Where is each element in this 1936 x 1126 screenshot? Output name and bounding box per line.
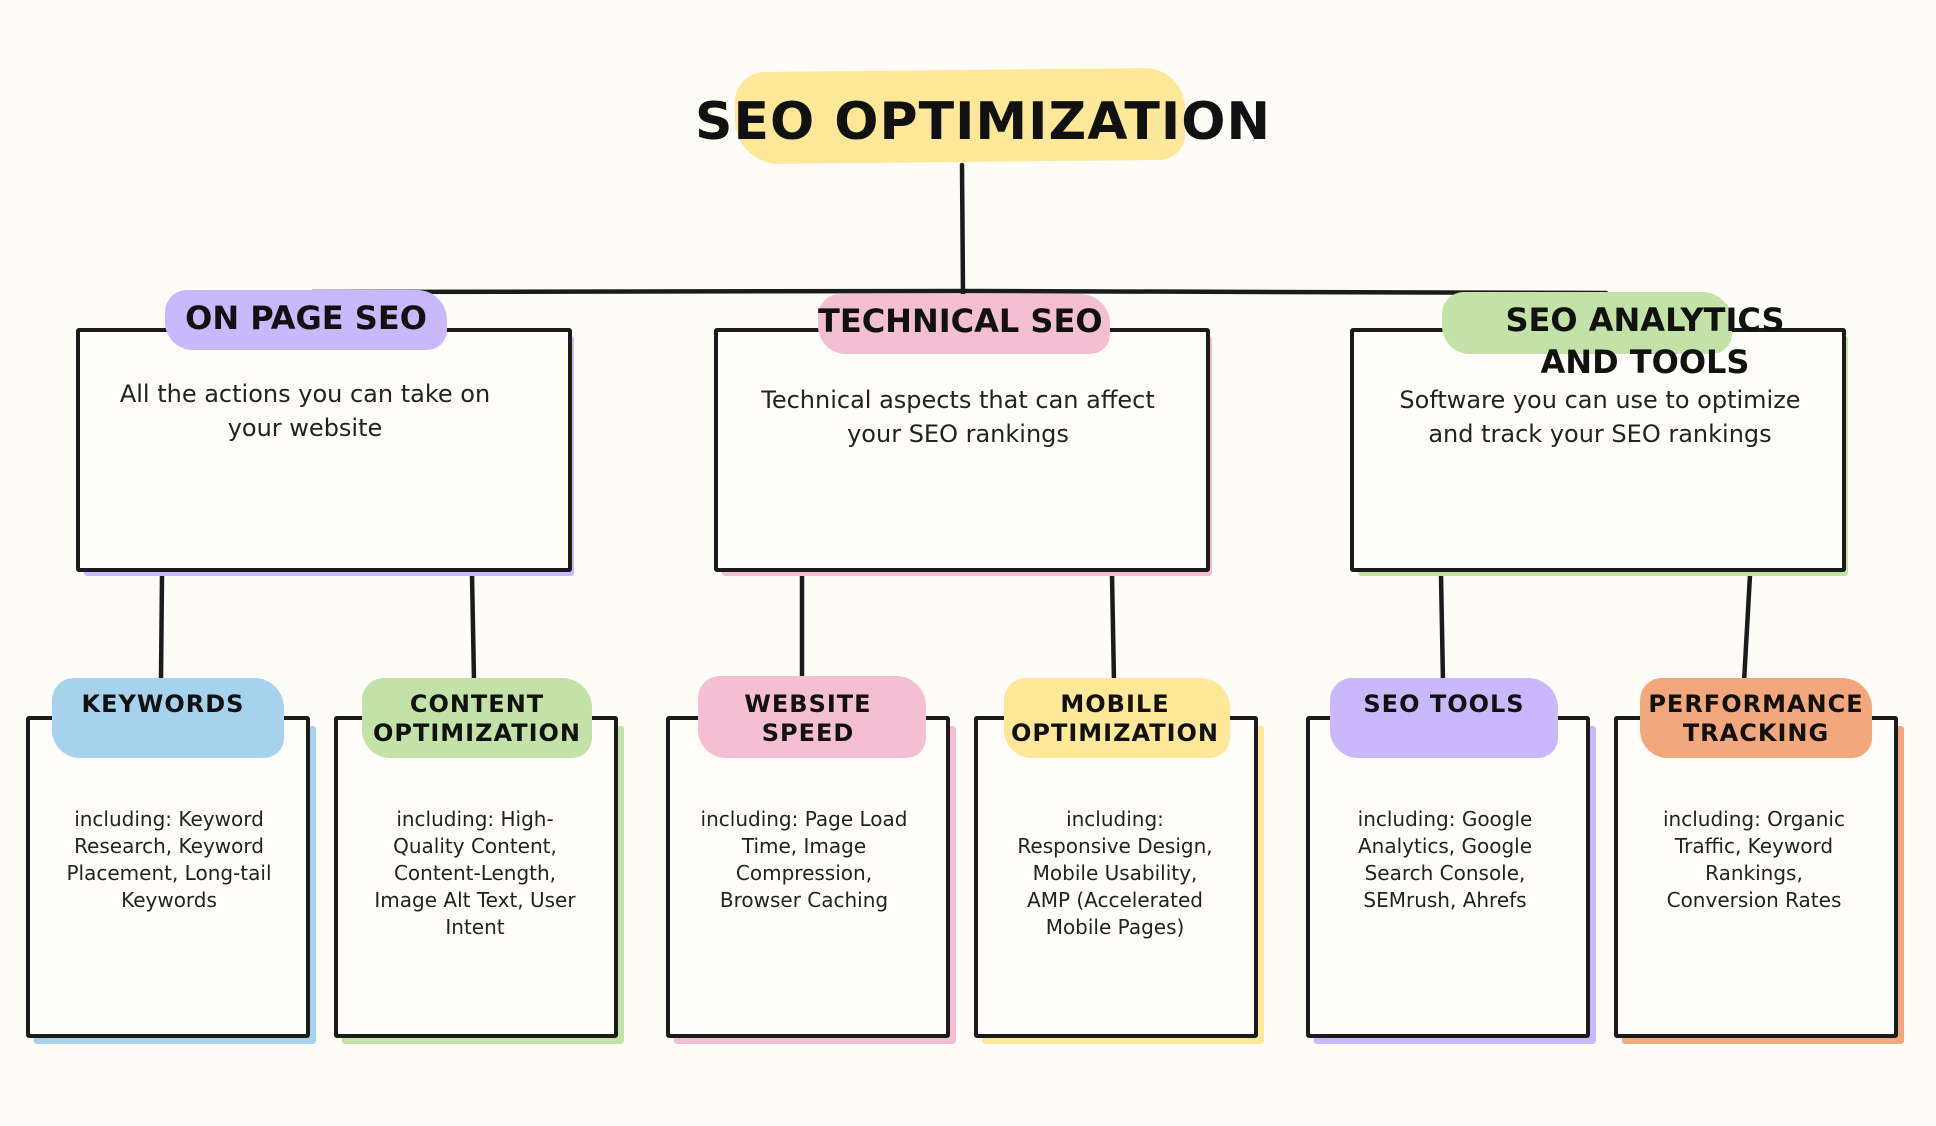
performance-tracking-label: PERFORMANCE TRACKING: [1648, 690, 1864, 747]
seo-analytics-label: SEO ANALYTICS AND TOOLS: [1505, 301, 1785, 381]
website-speed-description: including: Page Load Time, Image Compres…: [700, 807, 908, 912]
title-box: SEO OPTIMIZATION: [695, 67, 1270, 165]
seo-tools-description: including: Google Analytics, Google Sear…: [1357, 807, 1533, 912]
on-page-seo-label: ON PAGE SEO: [185, 299, 427, 337]
mobile-optimization-label: MOBILE OPTIMIZATION: [1010, 690, 1219, 747]
seo-analytics-label-bg: [1442, 292, 1732, 354]
keywords-card: [26, 716, 310, 1038]
keywords-description: including: Keyword Research, Keyword Pla…: [66, 807, 272, 912]
content-optimization-card: [334, 716, 618, 1038]
performance-tracking-label-bg: [1640, 678, 1872, 758]
technical-seo-label: TECHNICAL SEO: [818, 302, 1103, 340]
website-speed-label-bg: [698, 676, 926, 758]
on-page-seo-card: [76, 328, 572, 572]
seo-analytics-description: Software you can use to optimize and tra…: [1399, 386, 1801, 448]
performance-tracking-description: including: Organic Traffic, Keyword Rank…: [1663, 807, 1845, 912]
seo-tools-card: [1306, 716, 1590, 1038]
connector-to-seo-tools: [1438, 572, 1446, 685]
technical-seo-label-bg: [818, 294, 1110, 354]
content-optimization-label-bg: [362, 678, 592, 758]
on-page-seo-description: All the actions you can take on your web…: [119, 380, 491, 442]
website-speed-card: [666, 716, 950, 1038]
technical-seo-description: Technical aspects that can affect your S…: [761, 386, 1155, 448]
website-speed-label: WEBSITE SPEED: [744, 690, 872, 747]
seo-tools-label-bg: [1330, 678, 1558, 758]
keywords-label-bg: [52, 678, 284, 758]
connector-root-bar: [310, 288, 1609, 296]
connector-to-mobile-optimization: [1109, 572, 1117, 685]
mobile-optimization-label-bg: [1004, 678, 1230, 758]
connector-to-keywords: [158, 572, 165, 683]
seo-tools-label: SEO TOOLS: [1363, 690, 1525, 718]
keywords-label: KEYWORDS: [81, 690, 245, 718]
diagram-title: SEO OPTIMIZATION: [695, 92, 1271, 152]
connector-root-trunk: [959, 162, 966, 296]
content-optimization-label: CONTENT OPTIMIZATION: [372, 690, 581, 747]
mobile-optimization-card: [974, 716, 1258, 1038]
on-page-seo-label-bg: [165, 290, 447, 350]
connector-to-content-optimization: [469, 572, 477, 683]
connector-to-performance-tracking: [1741, 572, 1753, 685]
content-optimization-description: including: High-Quality Content, Content…: [374, 807, 576, 939]
mobile-optimization-description: including: Responsive Design, Mobile Usa…: [1017, 807, 1213, 939]
